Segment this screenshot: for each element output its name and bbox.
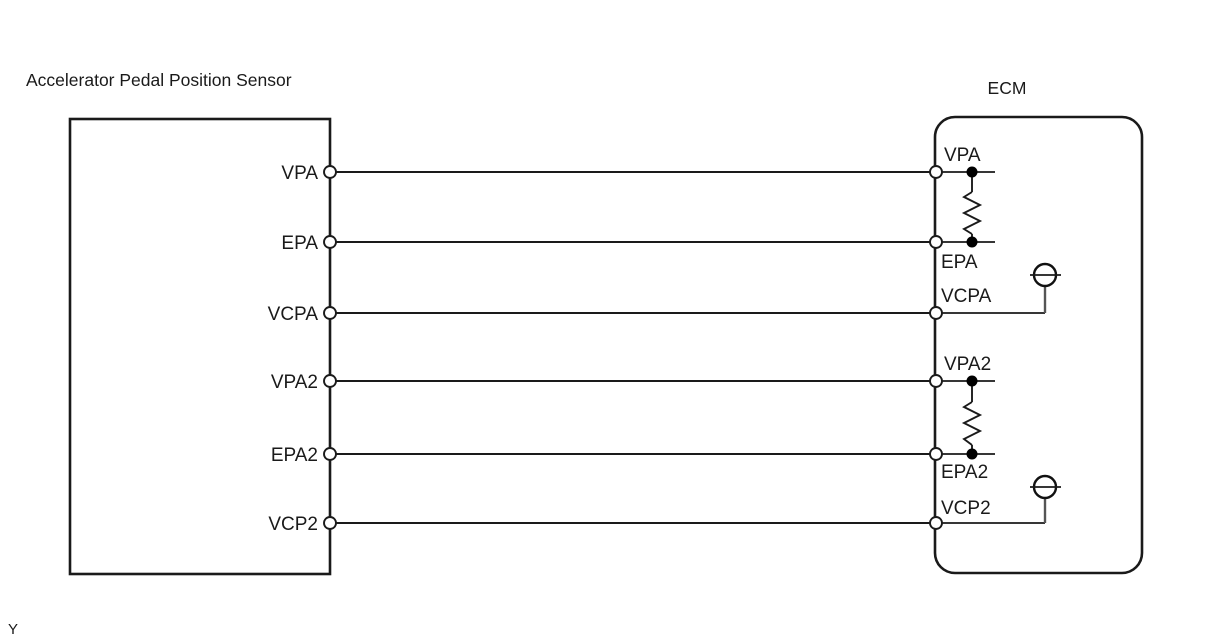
ecm-terminal-vcp2[interactable]: [929, 516, 943, 530]
sensor-pin-label-vpa2: VPA2: [271, 372, 318, 393]
ground-symbol-vcp2: [936, 474, 1061, 524]
sensor-pin-label-vpa: VPA: [281, 163, 318, 184]
junction-dot-epa2: [966, 448, 978, 460]
ecm-terminal-epa2[interactable]: [929, 447, 943, 461]
ecm-terminal-vpa2[interactable]: [929, 374, 943, 388]
sensor-terminal-epa2[interactable]: [323, 447, 337, 461]
sensor-pin-label-epa2: EPA2: [271, 445, 318, 466]
resistor-vpa-epa: [961, 172, 983, 242]
sensor-terminal-vpa[interactable]: [323, 165, 337, 179]
sensor-pin-label-epa: EPA: [281, 233, 318, 254]
sensor-pin-label-vcp2: VCP2: [268, 514, 318, 535]
sensor-title-label: Accelerator Pedal Position Sensor: [26, 70, 292, 90]
junction-dot-vpa2: [966, 375, 978, 387]
resistor-vpa2-epa2: [961, 381, 983, 454]
ecm-pin-label-vcp2: VCP2: [941, 498, 991, 519]
junction-dot-vpa: [966, 166, 978, 178]
ecm-box: [933, 115, 1144, 575]
ecm-terminal-vpa[interactable]: [929, 165, 943, 179]
sensor-pin-label-vcpa: VCPA: [268, 304, 319, 325]
ecm-terminal-epa[interactable]: [929, 235, 943, 249]
ecm-pin-label-vcpa: VCPA: [941, 286, 992, 307]
sensor-box: [68, 117, 332, 576]
corner-marker-label: Y: [8, 621, 18, 638]
ecm-pin-label-epa2: EPA2: [941, 462, 988, 483]
sensor-terminal-vpa2[interactable]: [323, 374, 337, 388]
ecm-terminal-vcpa[interactable]: [929, 306, 943, 320]
sensor-terminal-epa[interactable]: [323, 235, 337, 249]
ecm-pin-label-vpa: VPA: [944, 145, 981, 166]
ground-symbol-vcpa: [936, 262, 1061, 314]
ecm-pin-label-epa: EPA: [941, 252, 978, 273]
ecm-title-label: ECM: [988, 78, 1027, 98]
ecm-pin-label-vpa2: VPA2: [944, 354, 991, 375]
junction-dot-epa: [966, 236, 978, 248]
sensor-terminal-vcp2[interactable]: [323, 516, 337, 530]
sensor-terminal-vcpa[interactable]: [323, 306, 337, 320]
